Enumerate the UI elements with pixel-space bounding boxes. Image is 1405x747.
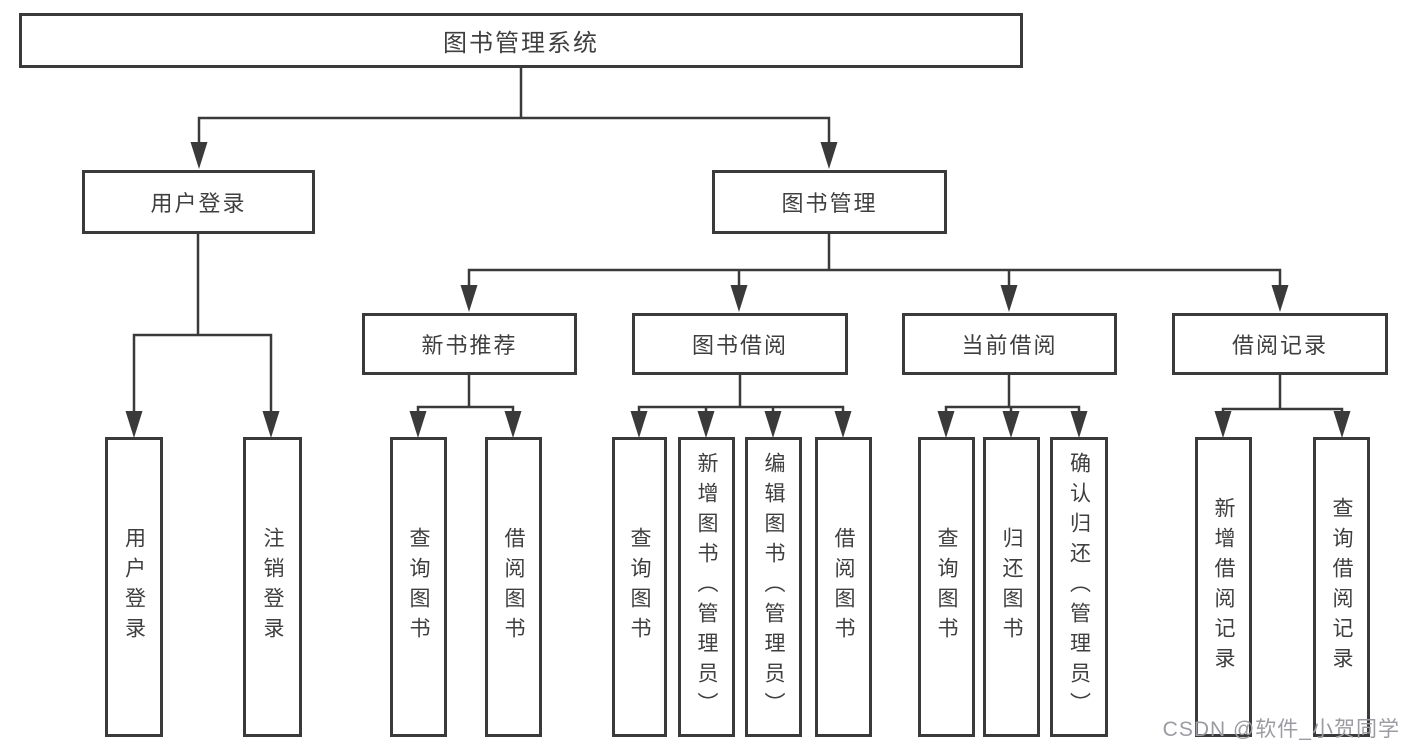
node-book-management: 图书管理 (712, 170, 947, 234)
leaf-query-books-recommend: 查询图书 (390, 437, 447, 737)
node-user-login: 用户登录 (82, 170, 315, 234)
leaf-return-book-label: 归还图书 (1000, 527, 1023, 647)
leaf-add-borrow-record-label: 新增借阅记录 (1212, 497, 1235, 677)
node-library-system-label: 图书管理系统 (443, 30, 599, 57)
node-book-management-label: 图书管理 (781, 191, 878, 216)
leaf-user-login: 用户登录 (105, 437, 163, 737)
leaf-confirm-return-admin-label: 确认归还（管理员） (1067, 452, 1091, 722)
connector-spines (132, 68, 1344, 412)
node-current-borrowing: 当前借阅 (902, 313, 1117, 375)
leaf-add-borrow-record: 新增借阅记录 (1195, 437, 1252, 737)
leaf-logout-login: 注销登录 (243, 437, 302, 737)
leaf-query-books-current: 查询图书 (918, 437, 975, 737)
leaf-query-borrow-record-label: 查询借阅记录 (1330, 497, 1353, 677)
csdn-watermark: CSDN @软件_小贺同学 (1162, 718, 1400, 741)
leaf-borrow-books-recommend-label: 借阅图书 (502, 527, 525, 647)
leaf-add-book-admin-label: 新增图书（管理员） (695, 452, 718, 722)
node-library-system: 图书管理系统 (19, 13, 1023, 68)
leaf-query-books-borrowing: 查询图书 (612, 437, 667, 737)
leaf-query-books-borrowing-label: 查询图书 (628, 527, 651, 647)
leaf-confirm-return-admin: 确认归还（管理员） (1050, 437, 1108, 737)
node-book-borrowing-label: 图书借阅 (691, 333, 788, 358)
leaf-edit-book-admin: 编辑图书（管理员） (745, 437, 802, 737)
leaf-query-borrow-record: 查询借阅记录 (1313, 437, 1370, 737)
leaf-query-books-current-label: 查询图书 (935, 527, 958, 647)
leaf-borrow-books-borrowing: 借阅图书 (815, 437, 872, 737)
node-book-borrowing: 图书借阅 (632, 313, 848, 375)
leaf-edit-book-admin-label: 编辑图书（管理员） (762, 452, 785, 722)
node-borrow-records-label: 借阅记录 (1231, 333, 1328, 358)
node-current-borrowing-label: 当前借阅 (961, 333, 1058, 358)
leaf-borrow-books-borrowing-label: 借阅图书 (832, 527, 855, 647)
leaf-borrow-books-recommend: 借阅图书 (485, 437, 542, 737)
leaf-user-login-label: 用户登录 (122, 527, 146, 647)
node-new-book-recommend: 新书推荐 (362, 313, 577, 375)
node-borrow-records: 借阅记录 (1172, 313, 1388, 375)
node-user-login-label: 用户登录 (150, 191, 247, 216)
leaf-add-book-admin: 新增图书（管理员） (678, 437, 735, 737)
leaf-logout-login-label: 注销登录 (261, 527, 284, 647)
node-new-book-recommend-label: 新书推荐 (421, 333, 518, 358)
leaf-return-book: 归还图书 (983, 437, 1040, 737)
leaf-query-books-recommend-label: 查询图书 (407, 527, 430, 647)
arrowheads (125, 142, 1351, 438)
